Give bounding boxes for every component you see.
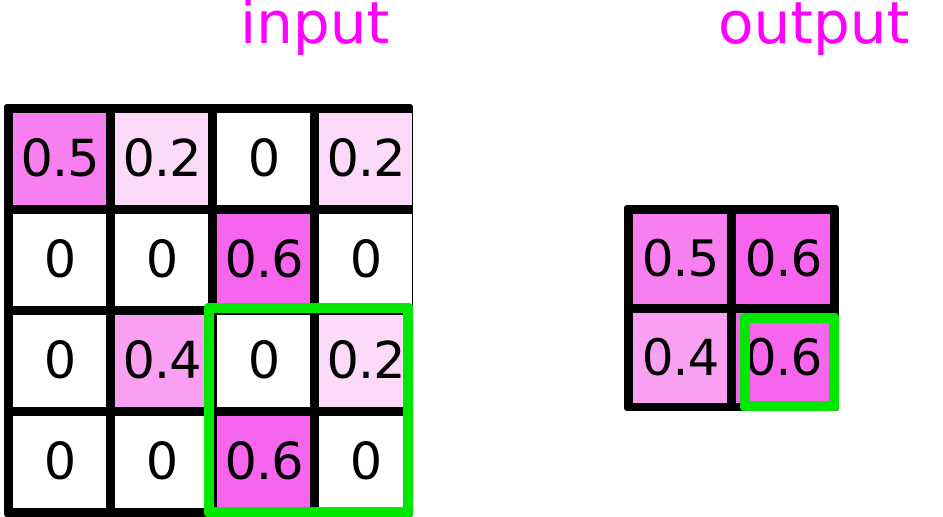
output-cell-value: 0.6	[744, 230, 823, 288]
input-cell-value: 0	[247, 129, 280, 189]
input-cell-value: 0	[43, 230, 76, 290]
output-cell-r0c0[interactable]: 0.5	[633, 214, 727, 304]
input-cell-r3c2[interactable]: 0.6	[217, 416, 310, 508]
input-cell-value: 0.2	[326, 331, 405, 391]
output-panel-title: output	[718, 0, 910, 57]
output-cell-value: 0.6	[744, 329, 823, 387]
input-cell-value: 0.2	[326, 129, 405, 189]
input-cell-r2c1[interactable]: 0.4	[115, 315, 208, 407]
input-cell-r0c2[interactable]: 0	[217, 113, 310, 205]
input-cell-value: 0	[43, 331, 76, 391]
input-cell-value: 0.4	[122, 331, 201, 391]
input-cell-value: 0.6	[224, 230, 303, 290]
input-cell-value: 0	[349, 230, 382, 290]
output-cell-r1c1[interactable]: 0.6	[736, 313, 830, 403]
input-cell-value: 0	[247, 331, 280, 391]
input-matrix: 0.5 0.2 0 0.2 0 0 0.6 0 0 0.4 0 0.2 0 0 …	[4, 104, 413, 517]
input-cell-r1c3[interactable]: 0	[319, 214, 412, 306]
input-cell-r2c2[interactable]: 0	[217, 315, 310, 407]
input-cell-r0c1[interactable]: 0.2	[115, 113, 208, 205]
input-cell-r2c3[interactable]: 0.2	[319, 315, 412, 407]
input-cell-value: 0.5	[20, 129, 99, 189]
input-cell-r3c1[interactable]: 0	[115, 416, 208, 508]
input-cell-value: 0	[145, 432, 178, 492]
input-cell-value: 0	[349, 432, 382, 492]
input-cell-r0c3[interactable]: 0.2	[319, 113, 412, 205]
input-cell-value: 0.6	[224, 432, 303, 492]
input-cell-value: 0	[145, 230, 178, 290]
output-cell-r0c1[interactable]: 0.6	[736, 214, 830, 304]
output-cell-r1c0[interactable]: 0.4	[633, 313, 727, 403]
input-cell-r1c0[interactable]: 0	[13, 214, 106, 306]
output-cell-value: 0.5	[641, 230, 720, 288]
input-cell-r1c2[interactable]: 0.6	[217, 214, 310, 306]
input-cell-r3c3[interactable]: 0	[319, 416, 412, 508]
input-cell-r0c0[interactable]: 0.5	[13, 113, 106, 205]
input-cell-value: 0	[43, 432, 76, 492]
output-cell-value: 0.4	[641, 329, 720, 387]
input-cell-r1c1[interactable]: 0	[115, 214, 208, 306]
input-cell-r2c0[interactable]: 0	[13, 315, 106, 407]
output-matrix: 0.5 0.6 0.4 0.6	[624, 205, 839, 411]
input-panel-title: input	[240, 0, 390, 57]
input-cell-r3c0[interactable]: 0	[13, 416, 106, 508]
input-cell-value: 0.2	[122, 129, 201, 189]
